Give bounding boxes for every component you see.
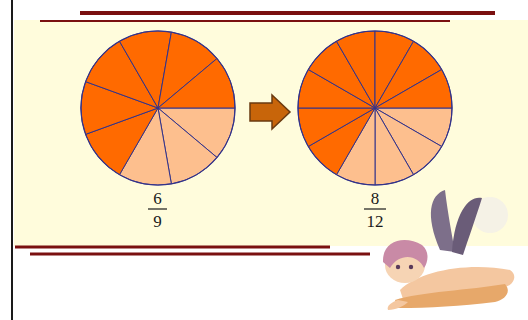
fraction-bar [148, 208, 167, 209]
pie-sector [375, 108, 414, 185]
pie-sector [337, 31, 376, 108]
pie-sector [298, 108, 375, 147]
top-rule [40, 20, 450, 22]
fraction-circle [298, 31, 452, 185]
top-rule [80, 11, 495, 15]
pie-sector [158, 59, 235, 108]
arrow-symbol [250, 95, 290, 129]
pie-sector [375, 70, 452, 109]
panel [14, 20, 528, 246]
fraction-number: 9 [153, 213, 162, 230]
fraction-number: 8 [371, 190, 380, 207]
bottom-rule [30, 253, 370, 256]
fraction-number: 12 [367, 213, 384, 230]
fraction-number: 6 [153, 190, 162, 207]
left-rule [11, 0, 13, 320]
bottom-rule [15, 246, 330, 249]
fraction-circle [81, 31, 235, 185]
circle-outline [298, 31, 452, 185]
fraction-bar [364, 208, 386, 209]
angel-figure [383, 190, 514, 310]
circle-outline [81, 31, 235, 185]
